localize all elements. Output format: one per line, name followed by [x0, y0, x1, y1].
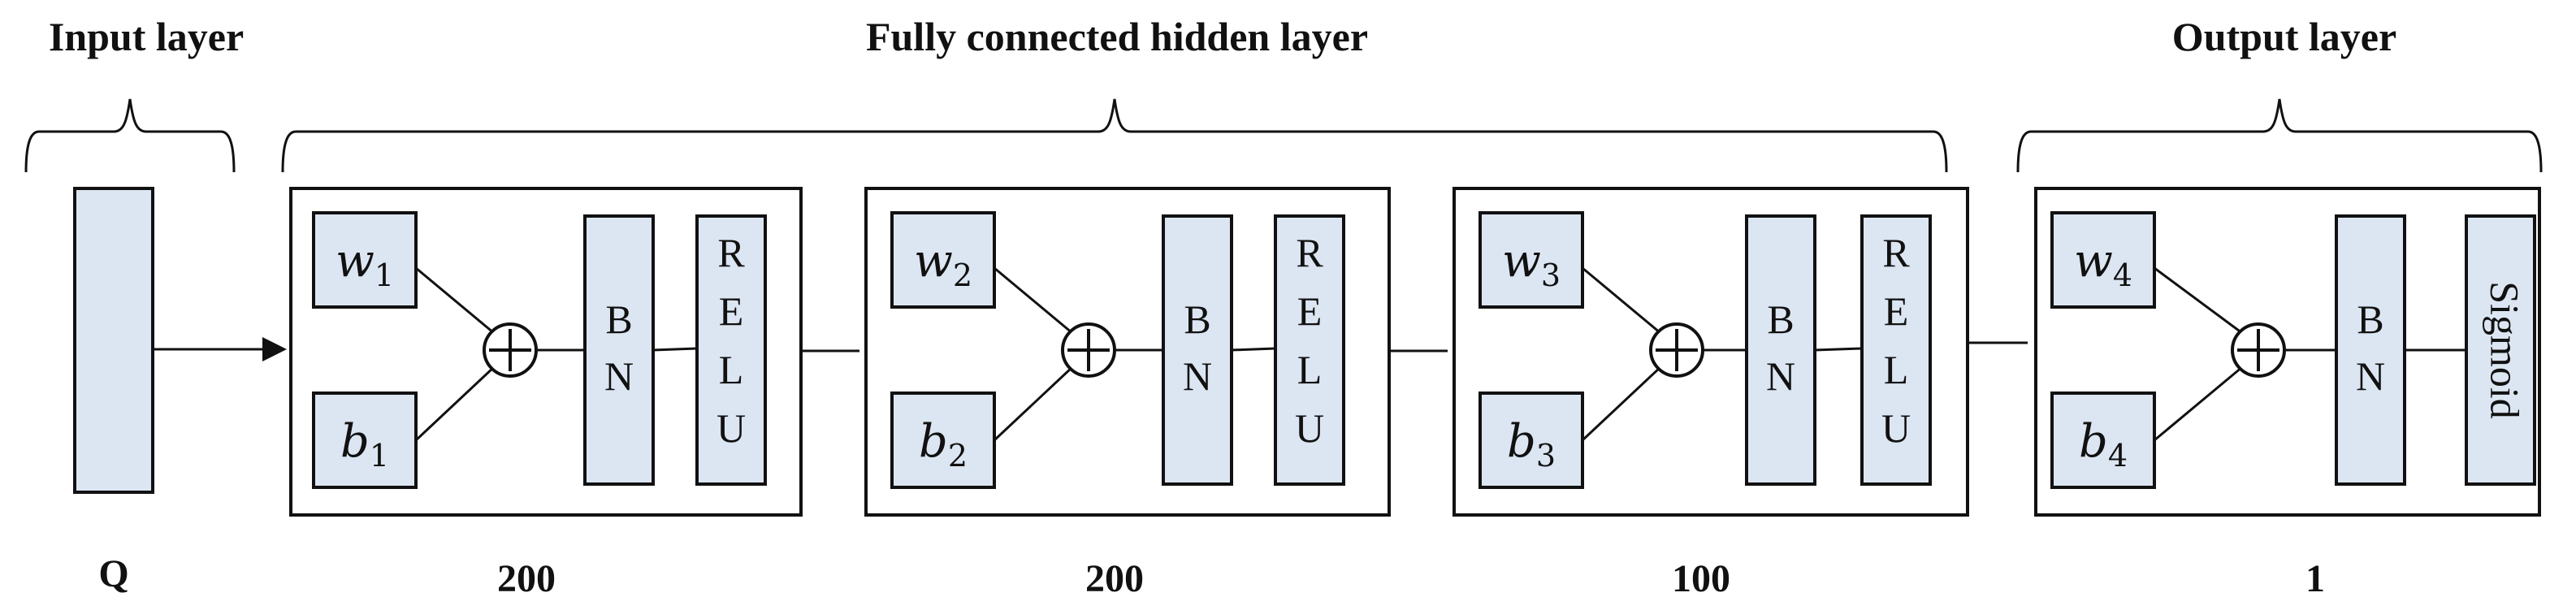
bias-b4-box [2050, 392, 2156, 489]
hidden-block-1: w1 b1 B N R E L U 200 [289, 187, 803, 600]
bn-letter: B [1184, 296, 1210, 342]
bn-letter: N [1766, 353, 1795, 399]
relu-letter: R [1296, 230, 1323, 275]
bn-letter: N [1183, 353, 1212, 399]
hidden-block-2-frame [864, 187, 1391, 517]
bn-letter: N [604, 353, 634, 399]
input-label: Q [98, 552, 128, 595]
relu-box-1 [695, 214, 767, 486]
bias-b1-label: b1 [340, 415, 389, 474]
relu-letter: E [1297, 288, 1323, 334]
bn-letter: B [605, 296, 632, 342]
batchnorm-box-1 [583, 214, 655, 486]
weight-w4-box [2050, 211, 2156, 309]
hidden-layer-brace [281, 98, 1948, 173]
relu-letter: L [1297, 347, 1323, 392]
output-layer-brace [2016, 98, 2543, 173]
bn-letter: N [2356, 353, 2385, 399]
bias-b4-label: b4 [2079, 415, 2128, 474]
weight-w2-box [890, 211, 996, 309]
relu-letter: U [717, 405, 746, 451]
relu-box-2 [1274, 214, 1345, 486]
w1-to-sum-line [415, 266, 495, 335]
sigmoid-label: Sigmoid [2483, 281, 2528, 418]
relu-letter: E [1884, 288, 1909, 334]
relu-letter: U [1295, 405, 1324, 451]
relu-letter: R [1882, 230, 1910, 275]
neuron-count-4: 1 [2305, 557, 2325, 600]
weight-w1-box [312, 211, 418, 309]
hidden-block-1-frame [289, 187, 803, 517]
weight-w1-label: w1 [336, 235, 394, 293]
hidden-block-2: w2 b2 B N R E L U 200 [864, 187, 1391, 600]
bias-b2-label: b2 [919, 415, 968, 474]
output-block: w4 b4 B N Sigmoid 1 [2034, 187, 2541, 600]
bias-b1-box [312, 392, 418, 489]
hidden-layer-title: Fully connected hidden layer [866, 14, 1368, 59]
sigmoid-box [2465, 214, 2536, 486]
bias-b2-box [890, 392, 996, 489]
weight-w4-label: w4 [2074, 235, 2132, 293]
output-block-frame [2034, 187, 2541, 517]
neuron-count-3: 100 [1672, 557, 1730, 600]
b1-to-sum-line [414, 366, 496, 442]
bn-letter: B [1767, 296, 1794, 342]
hidden-block-3: w3 b3 B N R E L U 100 [1453, 187, 1969, 600]
relu-letter: L [719, 347, 744, 392]
weight-w2-label: w2 [914, 235, 972, 293]
input-layer-brace [24, 98, 236, 173]
weight-w3-label: w3 [1502, 235, 1561, 293]
batchnorm-box-2 [1162, 214, 1233, 486]
bias-b3-box [1478, 392, 1584, 489]
hidden-block-3-frame [1453, 187, 1969, 517]
batchnorm-box-3 [1745, 214, 1816, 486]
neuron-count-1: 200 [497, 557, 556, 600]
relu-letter: U [1881, 405, 1911, 451]
input-q-box [73, 187, 154, 494]
relu-box-3 [1860, 214, 1932, 486]
neuron-count-2: 200 [1085, 557, 1144, 600]
relu-letter: E [719, 288, 744, 334]
bn-letter: B [2357, 296, 2383, 342]
relu-letter: L [1884, 347, 1909, 392]
input-layer-title: Input layer [49, 14, 244, 59]
batchnorm-box-4 [2335, 214, 2406, 486]
relu-letter: R [717, 230, 745, 275]
weight-w3-box [1478, 211, 1584, 309]
bias-b3-label: b3 [1507, 415, 1556, 474]
output-layer-title: Output layer [2172, 14, 2396, 59]
